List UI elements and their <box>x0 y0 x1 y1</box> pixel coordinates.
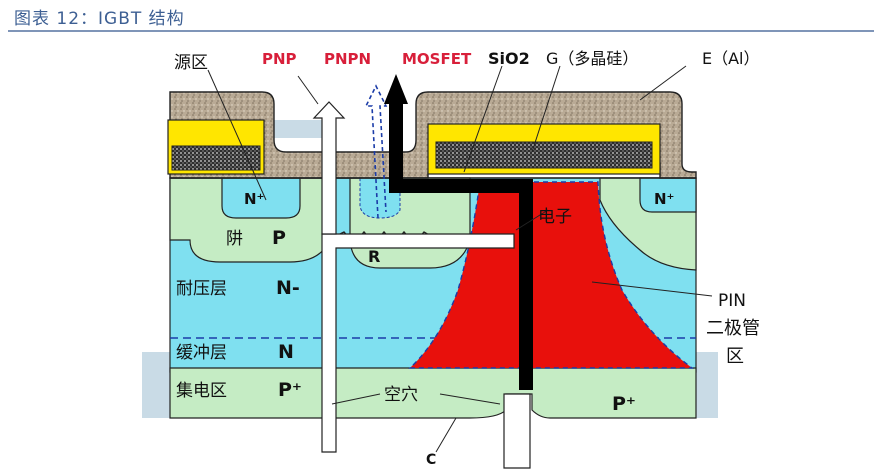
leader-electron <box>515 209 549 231</box>
mosfet-arrow-head <box>384 74 408 104</box>
label-drift-n: N- <box>276 277 300 299</box>
right-side-margin <box>696 352 718 418</box>
label-pin-line1: PIN <box>718 291 746 311</box>
leader-hole-right <box>439 393 501 405</box>
label-sio2: SiO2 <box>488 49 530 68</box>
leader-hole-left <box>331 393 381 405</box>
hole-current-path <box>503 393 531 469</box>
label-source-region: 源区 <box>174 53 208 73</box>
label-drift-layer: 耐压层 <box>176 279 227 299</box>
label-buffer-n: N <box>278 341 294 363</box>
label-mosfet: MOSFET <box>402 50 472 68</box>
leader-emitter <box>639 65 687 101</box>
gate-poly-left <box>171 145 261 171</box>
n-plus-left <box>221 177 301 219</box>
label-buffer-layer: 缓冲层 <box>176 343 227 363</box>
leader-gate <box>531 65 561 153</box>
label-hole: 空穴 <box>384 385 418 405</box>
label-pin-line2: 二极管 <box>706 318 760 339</box>
leader-source <box>207 69 267 201</box>
leader-pnp <box>297 75 319 105</box>
label-collector-region: 集电区 <box>176 381 227 401</box>
leader-pin <box>591 281 713 297</box>
hole-current-horizontal <box>321 233 515 453</box>
title-divider <box>8 30 874 32</box>
leader-collector <box>435 417 457 453</box>
figure-title: 图表 12：IGBT 结构 <box>14 9 185 29</box>
gate-poly-right <box>435 141 653 169</box>
label-pin-line3: 区 <box>726 346 744 367</box>
collector-p-region <box>169 367 697 419</box>
pnpn-arrow <box>364 84 388 219</box>
label-collector: C <box>426 452 436 468</box>
n-plus-right <box>639 177 697 213</box>
left-side-margin <box>142 352 170 418</box>
label-collector-p-left: P⁺ <box>278 379 302 401</box>
label-collector-p-right: P⁺ <box>612 393 636 415</box>
label-pnpn: PNPN <box>324 50 371 68</box>
pin-diode-region <box>408 181 695 369</box>
label-n-plus-right: N⁺ <box>654 190 674 208</box>
label-gate: G（多晶硅） <box>546 49 638 68</box>
label-trap-p: P <box>272 227 286 249</box>
leader-sio2 <box>463 65 503 173</box>
pnp-arrow <box>312 101 346 235</box>
label-pnp: PNP <box>262 50 297 68</box>
mosfet-electron-path <box>389 100 533 390</box>
left-top-margin <box>262 120 322 138</box>
label-resistor: R <box>368 247 380 266</box>
label-n-plus-left: N⁺ <box>244 190 264 208</box>
label-emitter: E（Al） <box>702 49 760 68</box>
label-trap: 阱 <box>226 229 243 249</box>
label-electron: 电子 <box>538 207 572 227</box>
